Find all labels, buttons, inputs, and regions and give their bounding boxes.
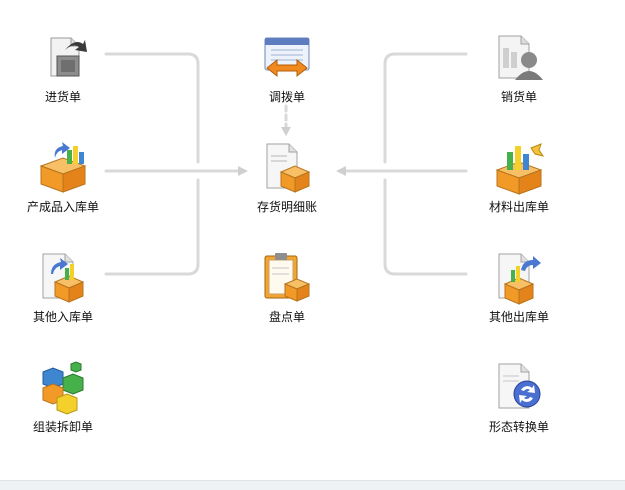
node-other-out-order[interactable]: 其他出库单 <box>474 250 564 324</box>
assembly-icon <box>42 361 84 415</box>
stocktake-icon <box>264 253 311 302</box>
other-in-icon <box>42 253 85 303</box>
inventory-detail-label: 存货明细账 <box>256 200 317 214</box>
form-convert-icon <box>498 363 541 409</box>
connector-right-top <box>383 52 468 164</box>
sales-label: 销货单 <box>500 90 537 104</box>
node-sales-order[interactable]: 销货单 <box>474 30 564 104</box>
inventory-ledger-icon <box>266 143 311 193</box>
other-out-icon <box>498 253 541 305</box>
form-convert-label: 形态转换单 <box>488 420 549 434</box>
node-purchase-order[interactable]: 进货单 <box>18 30 108 104</box>
node-product-in-order[interactable]: 产成品入库单 <box>18 140 108 214</box>
material-out-icon <box>495 143 545 195</box>
arrow-left-to-center <box>238 166 248 176</box>
assembly-label: 组装拆卸单 <box>32 420 93 434</box>
other-out-label: 其他出库单 <box>488 310 549 324</box>
other-in-label: 其他入库单 <box>32 310 93 324</box>
node-other-in-order[interactable]: 其他入库单 <box>18 250 108 324</box>
purchase-icon <box>50 37 87 77</box>
connector-left-top <box>104 52 200 164</box>
node-assembly-order[interactable]: 组装拆卸单 <box>18 360 108 434</box>
product-in-icon <box>39 142 87 193</box>
connector-right-bottom <box>383 178 468 276</box>
purchase-label: 进货单 <box>44 90 81 104</box>
arrow-right-to-center <box>336 166 346 176</box>
arrow-top-to-center <box>281 127 291 136</box>
product-in-label: 产成品入库单 <box>26 200 99 214</box>
stocktake-label: 盘点单 <box>268 310 305 324</box>
node-inventory-detail-ledger[interactable]: 存货明细账 <box>242 140 332 214</box>
footer-bar <box>0 480 625 490</box>
node-transfer-order[interactable]: 调拨单 <box>242 30 332 104</box>
transfer-label: 调拨单 <box>268 90 305 104</box>
connector-left-bottom <box>104 178 200 276</box>
material-out-label: 材料出库单 <box>488 200 549 214</box>
sales-icon <box>498 35 543 80</box>
node-stocktake-order[interactable]: 盘点单 <box>242 250 332 324</box>
node-material-out-order[interactable]: 材料出库单 <box>474 140 564 214</box>
node-form-convert-order[interactable]: 形态转换单 <box>474 360 564 434</box>
transfer-icon <box>264 37 310 78</box>
